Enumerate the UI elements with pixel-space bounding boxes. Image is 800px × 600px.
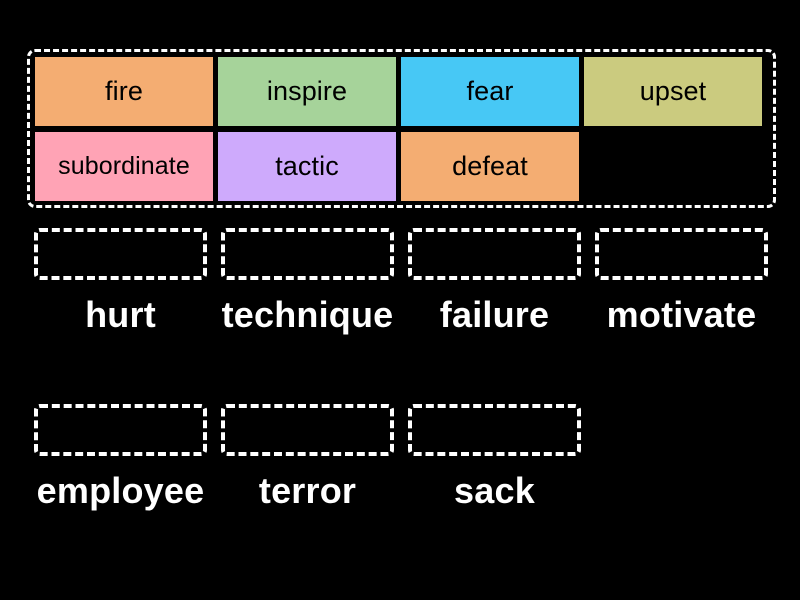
answer-cell-failure: failure bbox=[408, 228, 581, 334]
answer-label-employee: employee bbox=[36, 469, 205, 511]
word-tile-tactic[interactable]: tactic bbox=[218, 132, 396, 201]
answer-cell-technique: technique bbox=[221, 228, 394, 334]
word-tile-defeat[interactable]: defeat bbox=[401, 132, 579, 201]
word-tile-inspire[interactable]: inspire bbox=[218, 57, 396, 126]
drop-zone-motivate[interactable] bbox=[595, 228, 768, 280]
word-tile-fear[interactable]: fear bbox=[401, 57, 579, 126]
answer-label-terror: terror bbox=[258, 469, 357, 511]
answer-row: hurt technique failure motivate bbox=[0, 228, 800, 334]
word-tile-upset[interactable]: upset bbox=[584, 57, 762, 126]
word-tile-fire[interactable]: fire bbox=[35, 57, 213, 126]
answer-row: employee terror sack bbox=[0, 403, 800, 511]
drop-zone-terror[interactable] bbox=[221, 403, 394, 456]
word-tile-empty-slot bbox=[584, 132, 762, 201]
word-bank-container: fire inspire fear upset subordinate tact… bbox=[27, 49, 776, 208]
answer-label-failure: failure bbox=[439, 294, 550, 335]
answer-label-hurt: hurt bbox=[85, 294, 156, 335]
answer-cell-employee: employee bbox=[34, 403, 207, 511]
answer-label-motivate: motivate bbox=[606, 294, 757, 335]
drop-zone-hurt[interactable] bbox=[34, 228, 207, 280]
drop-zone-sack[interactable] bbox=[408, 403, 581, 456]
word-bank-row: subordinate tactic defeat bbox=[35, 132, 768, 201]
answer-cell-hurt: hurt bbox=[34, 228, 207, 334]
answer-label-sack: sack bbox=[454, 469, 535, 511]
word-bank-row: fire inspire fear upset bbox=[35, 57, 768, 126]
drop-zone-technique[interactable] bbox=[221, 228, 394, 280]
answer-cell-sack: sack bbox=[408, 403, 581, 511]
answer-cell-motivate: motivate bbox=[595, 228, 768, 334]
word-tile-subordinate[interactable]: subordinate bbox=[35, 132, 213, 201]
answer-label-technique: technique bbox=[221, 294, 394, 335]
answer-cell-terror: terror bbox=[221, 403, 394, 511]
drop-zone-failure[interactable] bbox=[408, 228, 581, 280]
answer-area: hurt technique failure motivate employee… bbox=[0, 228, 800, 510]
drop-zone-employee[interactable] bbox=[34, 403, 207, 456]
